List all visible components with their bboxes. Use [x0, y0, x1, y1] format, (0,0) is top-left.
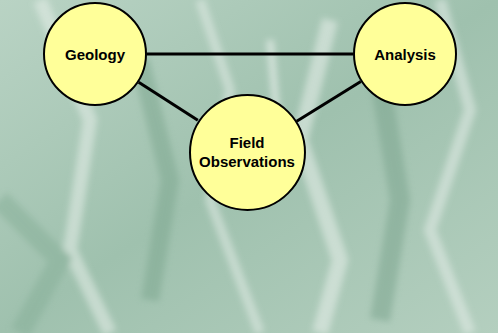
topic-circle: Field Observations — [189, 94, 306, 211]
connector-line — [297, 81, 361, 121]
connector-line — [139, 82, 198, 120]
topic-circle: Geology — [43, 2, 147, 106]
node-label: Geology — [65, 45, 125, 64]
node-label: Analysis — [374, 45, 436, 64]
topic-circle: Analysis — [353, 2, 457, 106]
connector-line — [147, 53, 353, 56]
circle-outline — [189, 94, 306, 211]
node-label: Field Observations — [197, 133, 297, 171]
